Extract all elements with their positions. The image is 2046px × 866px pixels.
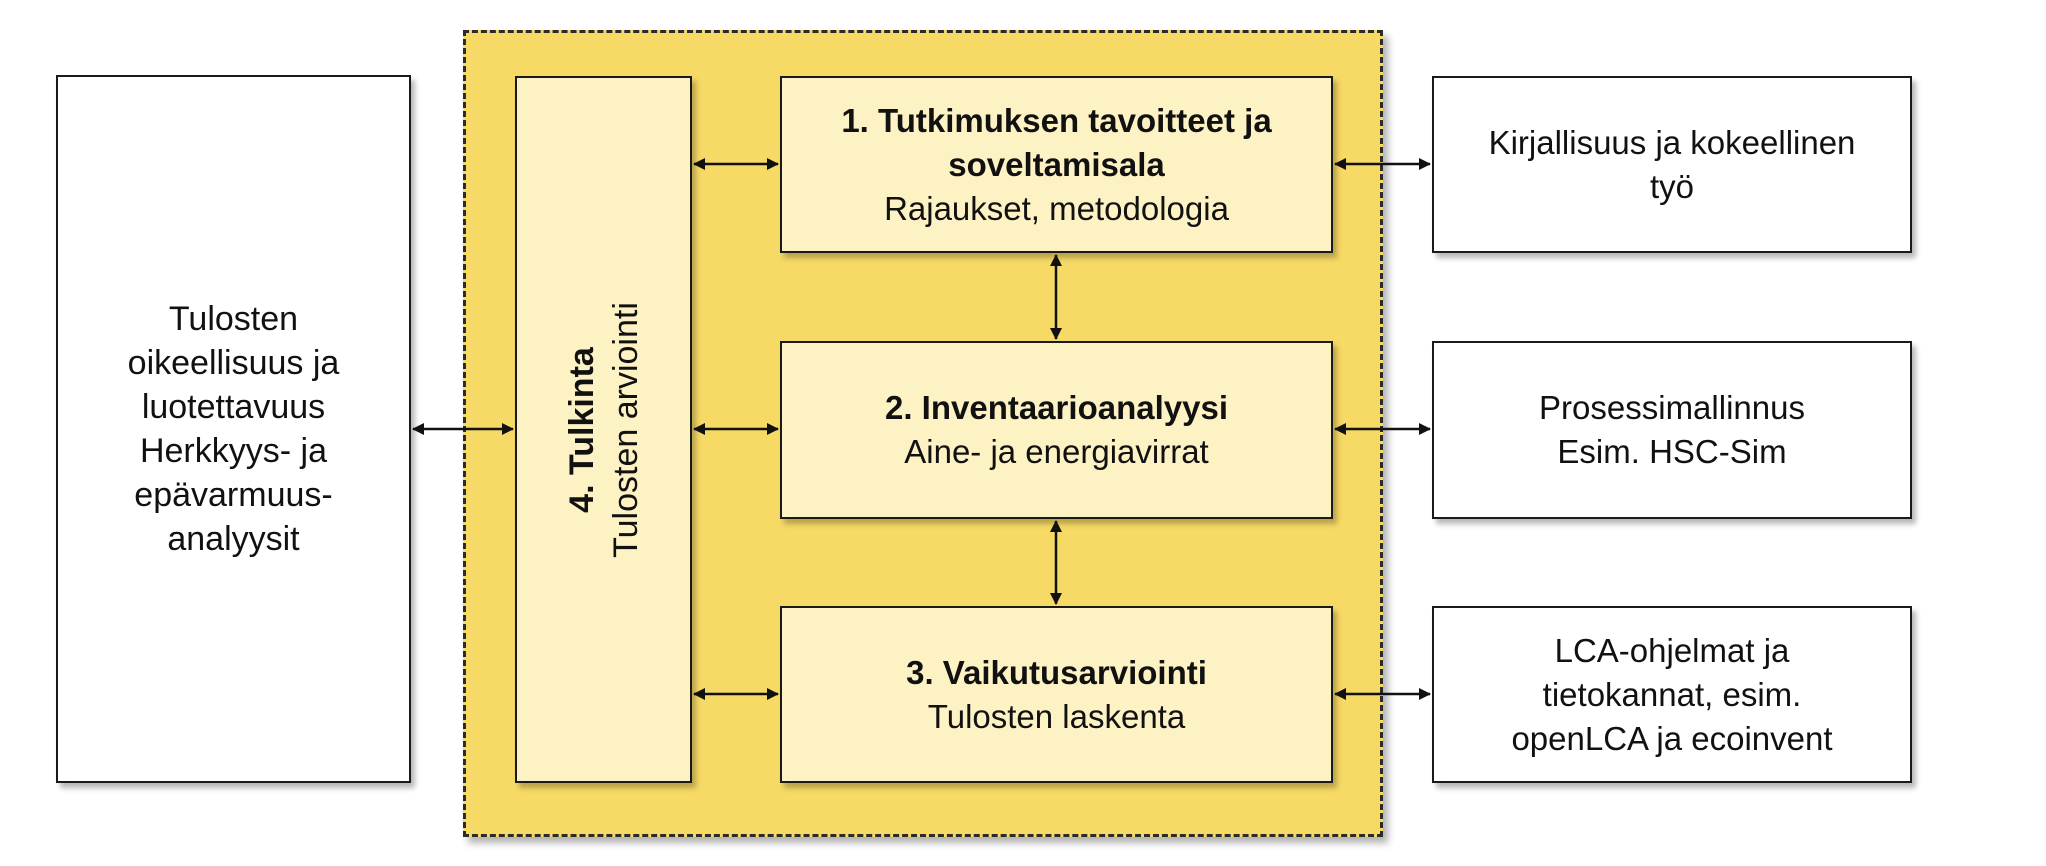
results-validity-box: Tulosten oikeellisuus ja luotettavuus He… <box>56 75 411 783</box>
step-title: 2. Inventaarioanalyysi <box>884 389 1228 426</box>
step-title: 1. Tutkimuksen tavoitteet ja <box>841 101 1272 139</box>
process-modelling-box: Prosessimallinnus Esim. HSC-Sim <box>1432 341 1912 519</box>
step-title: 3. Vaikutusarviointi <box>906 653 1207 691</box>
step-subtitle: Tulosten laskenta <box>927 697 1186 735</box>
step-title: soveltamisala <box>948 145 1165 183</box>
interpretation-subtitle: Tulosten arviointi <box>606 301 645 558</box>
step-subtitle: Aine- ja energiavirrat <box>904 433 1209 470</box>
step-subtitle: Rajaukset, metodologia <box>884 189 1229 227</box>
literature-box: Kirjallisuus ja kokeellinen työ <box>1432 76 1912 253</box>
interpretation-box: 4. Tulkinta Tulosten arviointi <box>515 76 692 783</box>
step-impact-assessment: 3. Vaikutusarviointi Tulosten laskenta <box>780 606 1333 783</box>
step-inventory-analysis: 2. Inventaarioanalyysi Aine- ja energiav… <box>780 341 1333 519</box>
lca-software-line: tietokannat, esim. <box>1542 675 1802 713</box>
lca-software-line: openLCA ja ecoinvent <box>1511 719 1833 757</box>
interpretation-title: 4. Tulkinta <box>562 346 601 513</box>
literature-line: työ <box>1649 167 1695 205</box>
lca-software-line: LCA-ohjelmat ja <box>1554 631 1790 669</box>
results-validity-line: Tulosten <box>168 300 299 338</box>
interpretation-label: 4. Tulkinta Tulosten arviointi <box>560 302 648 558</box>
lca-software-box: LCA-ohjelmat ja tietokannat, esim. openL… <box>1432 606 1912 783</box>
results-validity-text: Tulosten oikeellisuus ja luotettavuus He… <box>128 297 340 561</box>
results-validity-line: luotettavuus <box>141 388 326 426</box>
results-validity-line: oikeellisuus ja <box>127 344 340 382</box>
step-goal-and-scope: 1. Tutkimuksen tavoitteet ja soveltamisa… <box>780 76 1333 253</box>
results-validity-line: analyysit <box>167 520 300 558</box>
process-modelling-line: Prosessimallinnus <box>1539 389 1805 426</box>
results-validity-line: epävarmuus- <box>134 476 333 514</box>
results-validity-line: Herkkyys- ja <box>139 432 327 470</box>
literature-line: Kirjallisuus ja kokeellinen <box>1488 123 1856 161</box>
process-modelling-line: Esim. HSC-Sim <box>1557 433 1787 470</box>
